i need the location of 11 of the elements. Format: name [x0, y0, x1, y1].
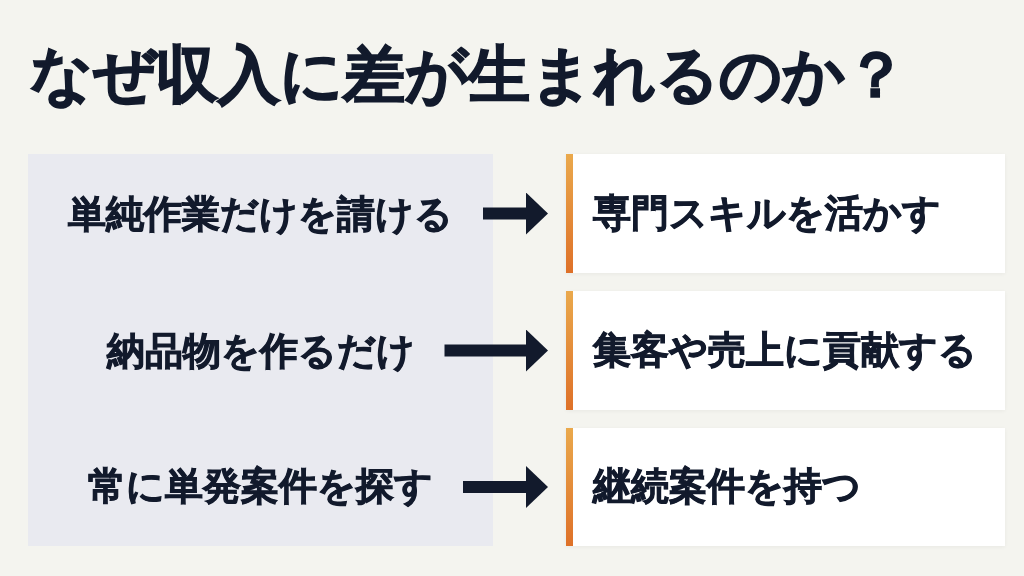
item-text: 常に単発案件を探す — [88, 464, 433, 510]
text-box: 継続案件を持つ — [566, 428, 1005, 546]
text-box: 集客や売上に貢献する — [566, 291, 1005, 410]
arrow — [444, 329, 548, 372]
arrow — [483, 192, 548, 235]
arrow — [463, 466, 548, 508]
text-box: 専門スキルを活かす — [566, 154, 1005, 273]
item-text: 単純作業だけを請ける — [68, 192, 453, 238]
title: なぜ収入に差が生まれるのか？ — [30, 38, 907, 113]
item-text: 納品物を作るだけ — [106, 329, 415, 375]
panel — [28, 154, 493, 546]
